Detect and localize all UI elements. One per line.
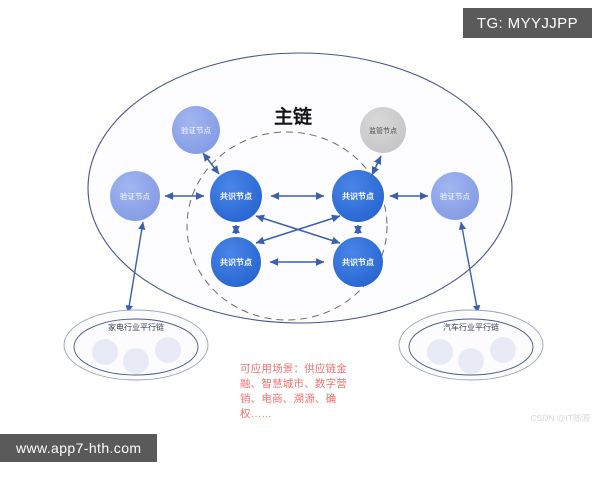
automotive-circle-2 <box>458 348 484 374</box>
node-consensus-top-left[interactable]: 共识节点 <box>210 170 262 222</box>
consensus-top-left-circle[interactable] <box>210 170 262 222</box>
automotive-inner-ellipse <box>408 318 534 376</box>
node-regulator[interactable]: 监管节点 <box>360 107 406 153</box>
validator-top-left-circle[interactable] <box>172 106 220 154</box>
parallel-chain-home-appliance[interactable]: 家电行业平行链 <box>63 309 209 381</box>
home-appliance-circle-2 <box>123 348 149 374</box>
node-consensus-bottom-left[interactable]: 共识节点 <box>211 237 261 287</box>
arrow-consensus-to-regulator <box>371 155 382 176</box>
parallel-chain-arrows <box>125 221 481 314</box>
consensus-bottom-left-circle[interactable] <box>211 237 261 287</box>
arrow-to-home-appliance-chain <box>125 221 146 314</box>
automotive-circle-3 <box>490 337 516 363</box>
validator-right-circle[interactable] <box>431 172 479 220</box>
home-appliance-chain-label: 家电行业平行链 <box>108 322 164 332</box>
consensus-top-left-label: 共识节点 <box>220 191 252 201</box>
consensus-bottom-right-circle[interactable] <box>333 237 383 287</box>
arrow-consensus-diagonal-b <box>255 214 341 245</box>
automotive-circle-1 <box>427 339 453 365</box>
arrow-to-automotive-chain <box>458 221 481 314</box>
arrow-consensus-to-top-left-validator <box>202 152 220 175</box>
validator-top-left-label: 验证节点 <box>181 125 211 135</box>
telegram-watermark-badge: TG: MYYJJPP <box>462 8 592 38</box>
consensus-mesh-arrows <box>232 192 362 266</box>
site-watermark-badge: www.app7-hth.com <box>0 434 158 462</box>
regulator-label: 监管节点 <box>369 126 397 135</box>
consensus-top-right-circle[interactable] <box>332 170 384 222</box>
consensus-bottom-right-label: 共识节点 <box>342 257 374 267</box>
consensus-ring-boundary <box>186 131 388 321</box>
home-appliance-circle-3 <box>155 337 181 363</box>
consensus-top-right-label: 共识节点 <box>342 191 374 201</box>
node-consensus-top-right[interactable]: 共识节点 <box>332 170 384 222</box>
main-chain-title: 主链 <box>274 105 312 128</box>
validator-link-arrows <box>164 152 429 200</box>
validator-left-circle[interactable] <box>110 171 160 221</box>
node-validator-top-left[interactable]: 验证节点 <box>172 106 220 154</box>
consensus-bottom-left-label: 共识节点 <box>220 257 252 267</box>
application-scenarios-annotation: 可应用场景：供应链金融、智慧城市、数字营销、电商、溯源、确权…… <box>240 363 347 420</box>
home-appliance-circle-1 <box>92 339 118 365</box>
validator-left-label: 验证节点 <box>120 191 150 201</box>
node-consensus-bottom-right[interactable]: 共识节点 <box>333 237 383 287</box>
node-validator-right[interactable]: 验证节点 <box>431 172 479 220</box>
csdn-credit-watermark: CSDN @IT陈源 <box>530 413 590 423</box>
validator-right-label: 验证节点 <box>440 191 470 201</box>
automotive-chain-label: 汽车行业平行链 <box>443 322 499 332</box>
node-validator-left[interactable]: 验证节点 <box>110 171 160 221</box>
home-appliance-inner-ellipse <box>73 318 199 376</box>
parallel-chain-automotive[interactable]: 汽车行业平行链 <box>398 309 544 381</box>
regulator-circle[interactable] <box>360 107 406 153</box>
